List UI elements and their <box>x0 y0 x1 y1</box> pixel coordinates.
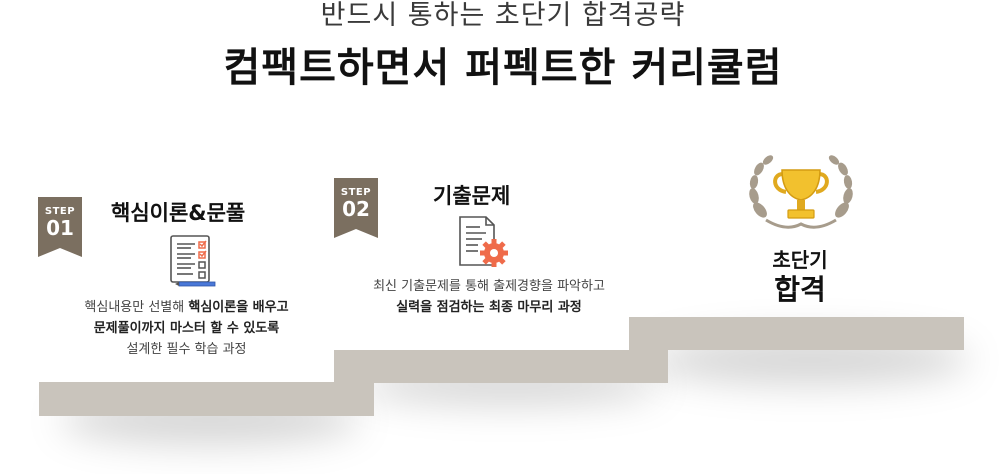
checklist-icon <box>170 235 216 287</box>
page-title: 컴팩트하면서 퍼펙트한 커리큘럼 <box>223 45 783 91</box>
stair-step-2 <box>334 350 668 383</box>
trophy-icon <box>749 155 853 229</box>
step1-badge: STEP 01 <box>38 197 82 257</box>
step2-desc-line2: 실력을 점검하는 최종 마무리 과정 <box>396 300 582 315</box>
step2-badge: STEP 02 <box>334 178 378 238</box>
step2-badge-number: 02 <box>342 197 370 221</box>
document-gear-icon <box>459 216 508 267</box>
step1-description: 핵심내용만 선별해 핵심이론을 배우고 문제풀이까지 마스터 할 수 있도록 설… <box>39 297 334 360</box>
step1-badge-number: 01 <box>46 216 74 240</box>
stair-step-3 <box>629 317 964 350</box>
step2-description: 최신 기출문제를 통해 출제경향을 파악하고 실력을 점검하는 최종 마무리 과… <box>334 276 644 318</box>
step1-badge-label: STEP <box>44 206 76 217</box>
step1-desc-line2: 문제풀이까지 마스터 할 수 있도록 <box>93 321 280 336</box>
step2-title: 기출문제 <box>433 184 511 208</box>
stair-step-1 <box>39 382 374 416</box>
step1-title: 핵심이론&문풀 <box>111 201 246 225</box>
page-subtitle: 반드시 통하는 초단기 합격공략 <box>320 0 686 31</box>
step1-desc-line3: 설계한 필수 학습 과정 <box>126 342 247 357</box>
goal-line2: 합격 <box>774 273 826 306</box>
step1-desc-line1: 핵심내용만 선별해 <box>84 300 189 315</box>
step2-desc-line1: 최신 기출문제를 통해 출제경향을 파악하고 <box>373 279 605 294</box>
step2-badge-label: STEP <box>340 187 372 198</box>
goal-line1: 초단기 <box>772 248 828 272</box>
step1-desc-line1-bold: 핵심이론을 배우고 <box>188 300 289 315</box>
